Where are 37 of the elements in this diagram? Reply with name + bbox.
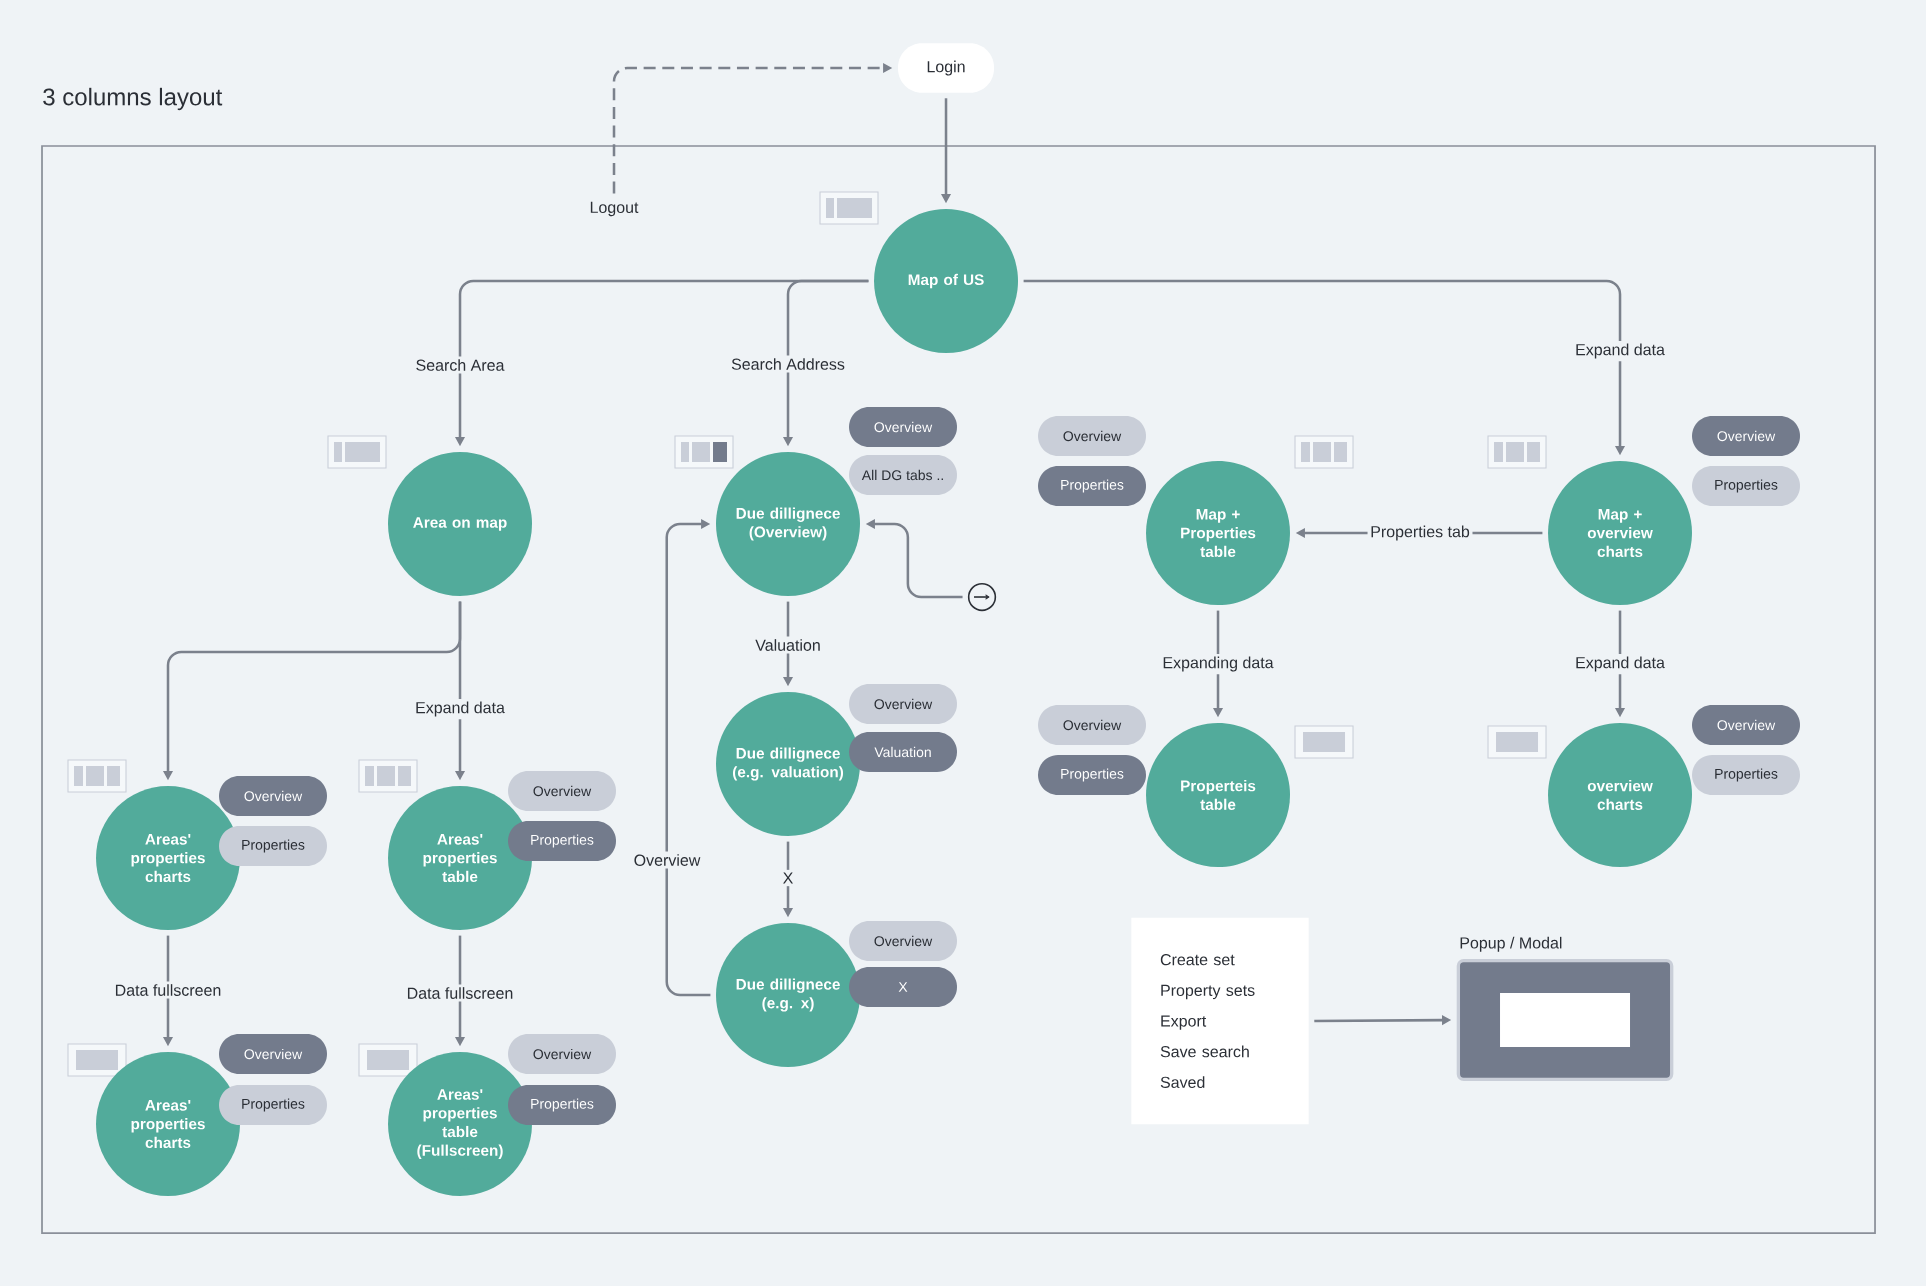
tab-chip: Properties: [1038, 466, 1146, 506]
edge-label: Data fullscreen: [404, 984, 517, 1002]
tab-chip: Overview: [849, 407, 957, 447]
edge-label: Search Area: [412, 356, 508, 374]
tab-chip: X: [849, 967, 957, 1007]
modal-heading: Popup / Modal: [1460, 936, 1562, 952]
tab-chip: Valuation: [849, 732, 957, 772]
edge-label: Overview: [631, 851, 703, 869]
tab-chip: All DG tabs ..: [849, 455, 957, 495]
menu-card: Create set Property sets Export Save search Saved: [1131, 917, 1309, 1125]
tab-chip: Overview: [1692, 705, 1800, 745]
edge-label: Expand data: [1572, 653, 1668, 675]
tab-chip: Overview: [508, 1034, 616, 1074]
tab-chip: Overview: [219, 1034, 327, 1074]
tab-chip: Properties: [1692, 755, 1800, 795]
tab-chip: Properties: [219, 826, 327, 866]
tab-chip: Properties: [219, 1085, 327, 1125]
tab-chip: Properties: [1038, 755, 1146, 795]
tab-chip: Overview: [849, 684, 957, 724]
tab-chip: Overview: [1692, 416, 1800, 456]
tab-chip: Properties: [508, 821, 616, 861]
tab-chip: Overview: [1038, 705, 1146, 745]
arrow: [665, 518, 711, 997]
tab-chip: Overview: [1038, 416, 1146, 456]
tab-chip: Overview: [219, 776, 327, 816]
edge-label: Valuation: [752, 636, 824, 654]
edge-label: Data fullscreen: [112, 981, 225, 999]
tab-chip: Properties: [1692, 466, 1800, 506]
arrow-circle-icon: [967, 582, 997, 612]
tab-chip: Overview: [849, 921, 957, 961]
text-label: Logout: [590, 201, 639, 217]
edge-label: Search Address: [728, 355, 848, 373]
edge-label: Expand data: [1572, 340, 1668, 362]
tab-chip: Overview: [508, 771, 616, 811]
edge-label: Expand data: [412, 698, 508, 720]
tab-chip: Properties: [508, 1085, 616, 1125]
title: 3 columns layout: [43, 87, 223, 111]
